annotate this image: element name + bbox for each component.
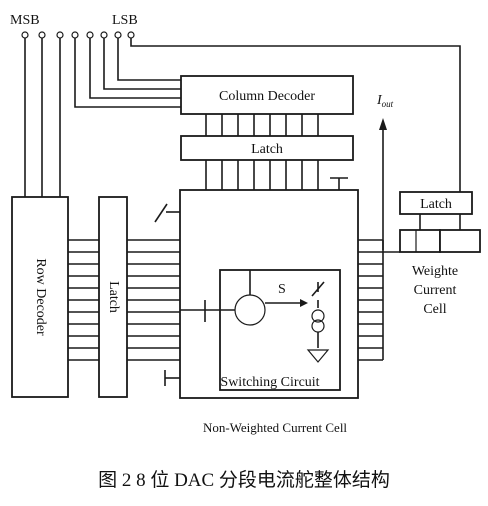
figure-caption: 图 2 8 位 DAC 分段电流舵整体结构 <box>98 469 390 491</box>
non-weighted-label: Non-Weighted Current Cell <box>203 420 347 435</box>
lsb-label: LSB <box>112 13 138 28</box>
bus-slash <box>154 203 168 223</box>
switch-blade <box>311 281 325 297</box>
input-pins <box>21 31 135 39</box>
weighted-label-line1: Weighte <box>412 264 458 279</box>
pin-lsb <box>127 31 135 39</box>
latch-left-box <box>98 196 128 398</box>
lsb-wire <box>130 38 461 195</box>
latch-right-box <box>399 191 473 215</box>
pin-msb-2 <box>38 31 46 39</box>
iout-arrow-head <box>379 118 387 130</box>
latch-left-array-wires <box>127 239 180 361</box>
pin-6 <box>100 31 108 39</box>
column-input-wires <box>74 38 181 108</box>
pin-7 <box>114 31 122 39</box>
latch-top-box <box>180 135 354 161</box>
iout-label: Iout <box>376 93 394 109</box>
weighted-cell-block-2 <box>439 229 481 253</box>
weighted-cell-block-1 <box>399 229 441 253</box>
s-arrow-head <box>300 299 308 307</box>
weighted-label-line2: Current <box>414 283 457 298</box>
pin-5 <box>86 31 94 39</box>
pin-4 <box>71 31 79 39</box>
ground-triangle-icon <box>306 349 330 363</box>
latch-top-label: Latch <box>251 142 283 157</box>
column-decoder-box <box>180 75 354 115</box>
switching-circuit-label: Switching Circuit <box>220 375 319 390</box>
decoder-latch-wires <box>205 114 319 136</box>
pin-msb-1 <box>21 31 29 39</box>
s-label: S <box>278 282 286 297</box>
latch-array-wires <box>205 160 319 190</box>
current-source-top-icon <box>311 309 325 323</box>
switching-circuit-box <box>219 269 341 391</box>
msb-wires <box>24 38 61 197</box>
latch-right-label: Latch <box>420 197 452 212</box>
row-latch-wires <box>68 239 99 361</box>
array-right-wires <box>358 239 400 361</box>
weighted-label-line3: Cell <box>423 302 446 317</box>
row-decoder-box <box>11 196 69 398</box>
column-decoder-label: Column Decoder <box>219 89 315 104</box>
row-decoder-label: Row Decoder <box>33 258 48 336</box>
msb-label: MSB <box>10 13 40 28</box>
latch-left-label: Latch <box>106 281 121 313</box>
pin-msb-3 <box>56 31 64 39</box>
